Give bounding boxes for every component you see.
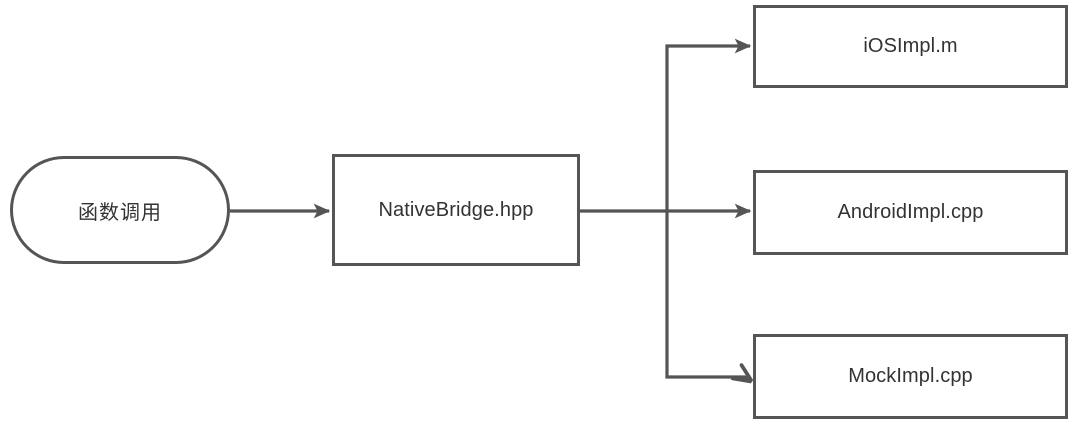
node-shape-bridge[interactable]	[332, 154, 580, 266]
edge-bridge-to-mock	[665, 211, 751, 381]
node-shape-ios[interactable]	[753, 5, 1068, 88]
edge-bridge-to-ios	[665, 38, 752, 211]
node-shape-android[interactable]	[753, 170, 1068, 255]
node-shape-call[interactable]	[10, 156, 230, 264]
node-shape-mock[interactable]	[753, 334, 1068, 419]
